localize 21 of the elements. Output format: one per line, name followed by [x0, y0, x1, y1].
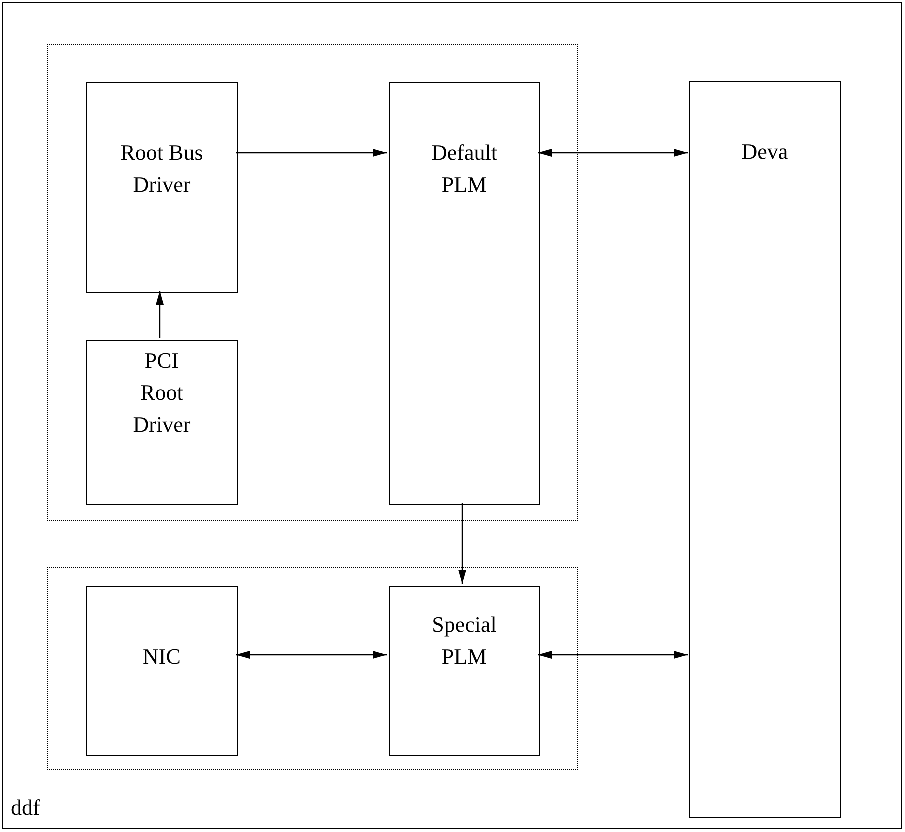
arrow — [458, 503, 466, 584]
arrow — [538, 149, 688, 157]
module-box — [86, 82, 238, 293]
group-boundary — [47, 567, 578, 770]
module-label: Deva — [740, 138, 790, 166]
module-box — [389, 586, 540, 756]
module-label: Default PLM — [430, 139, 498, 199]
diagram-label: ddf — [11, 794, 40, 822]
arrow — [236, 149, 387, 157]
arrow — [236, 651, 387, 659]
arrow — [538, 651, 688, 659]
arrow — [156, 291, 164, 338]
module-box — [389, 82, 540, 505]
module-label: PCI Root Driver — [132, 347, 192, 439]
module-box — [86, 586, 238, 756]
module-label: NIC — [142, 643, 182, 671]
group-boundary — [47, 44, 578, 521]
module-box — [689, 81, 841, 818]
module-label: Root Bus Driver — [120, 139, 204, 199]
module-label: Special PLM — [431, 611, 498, 671]
module-box — [86, 340, 238, 505]
